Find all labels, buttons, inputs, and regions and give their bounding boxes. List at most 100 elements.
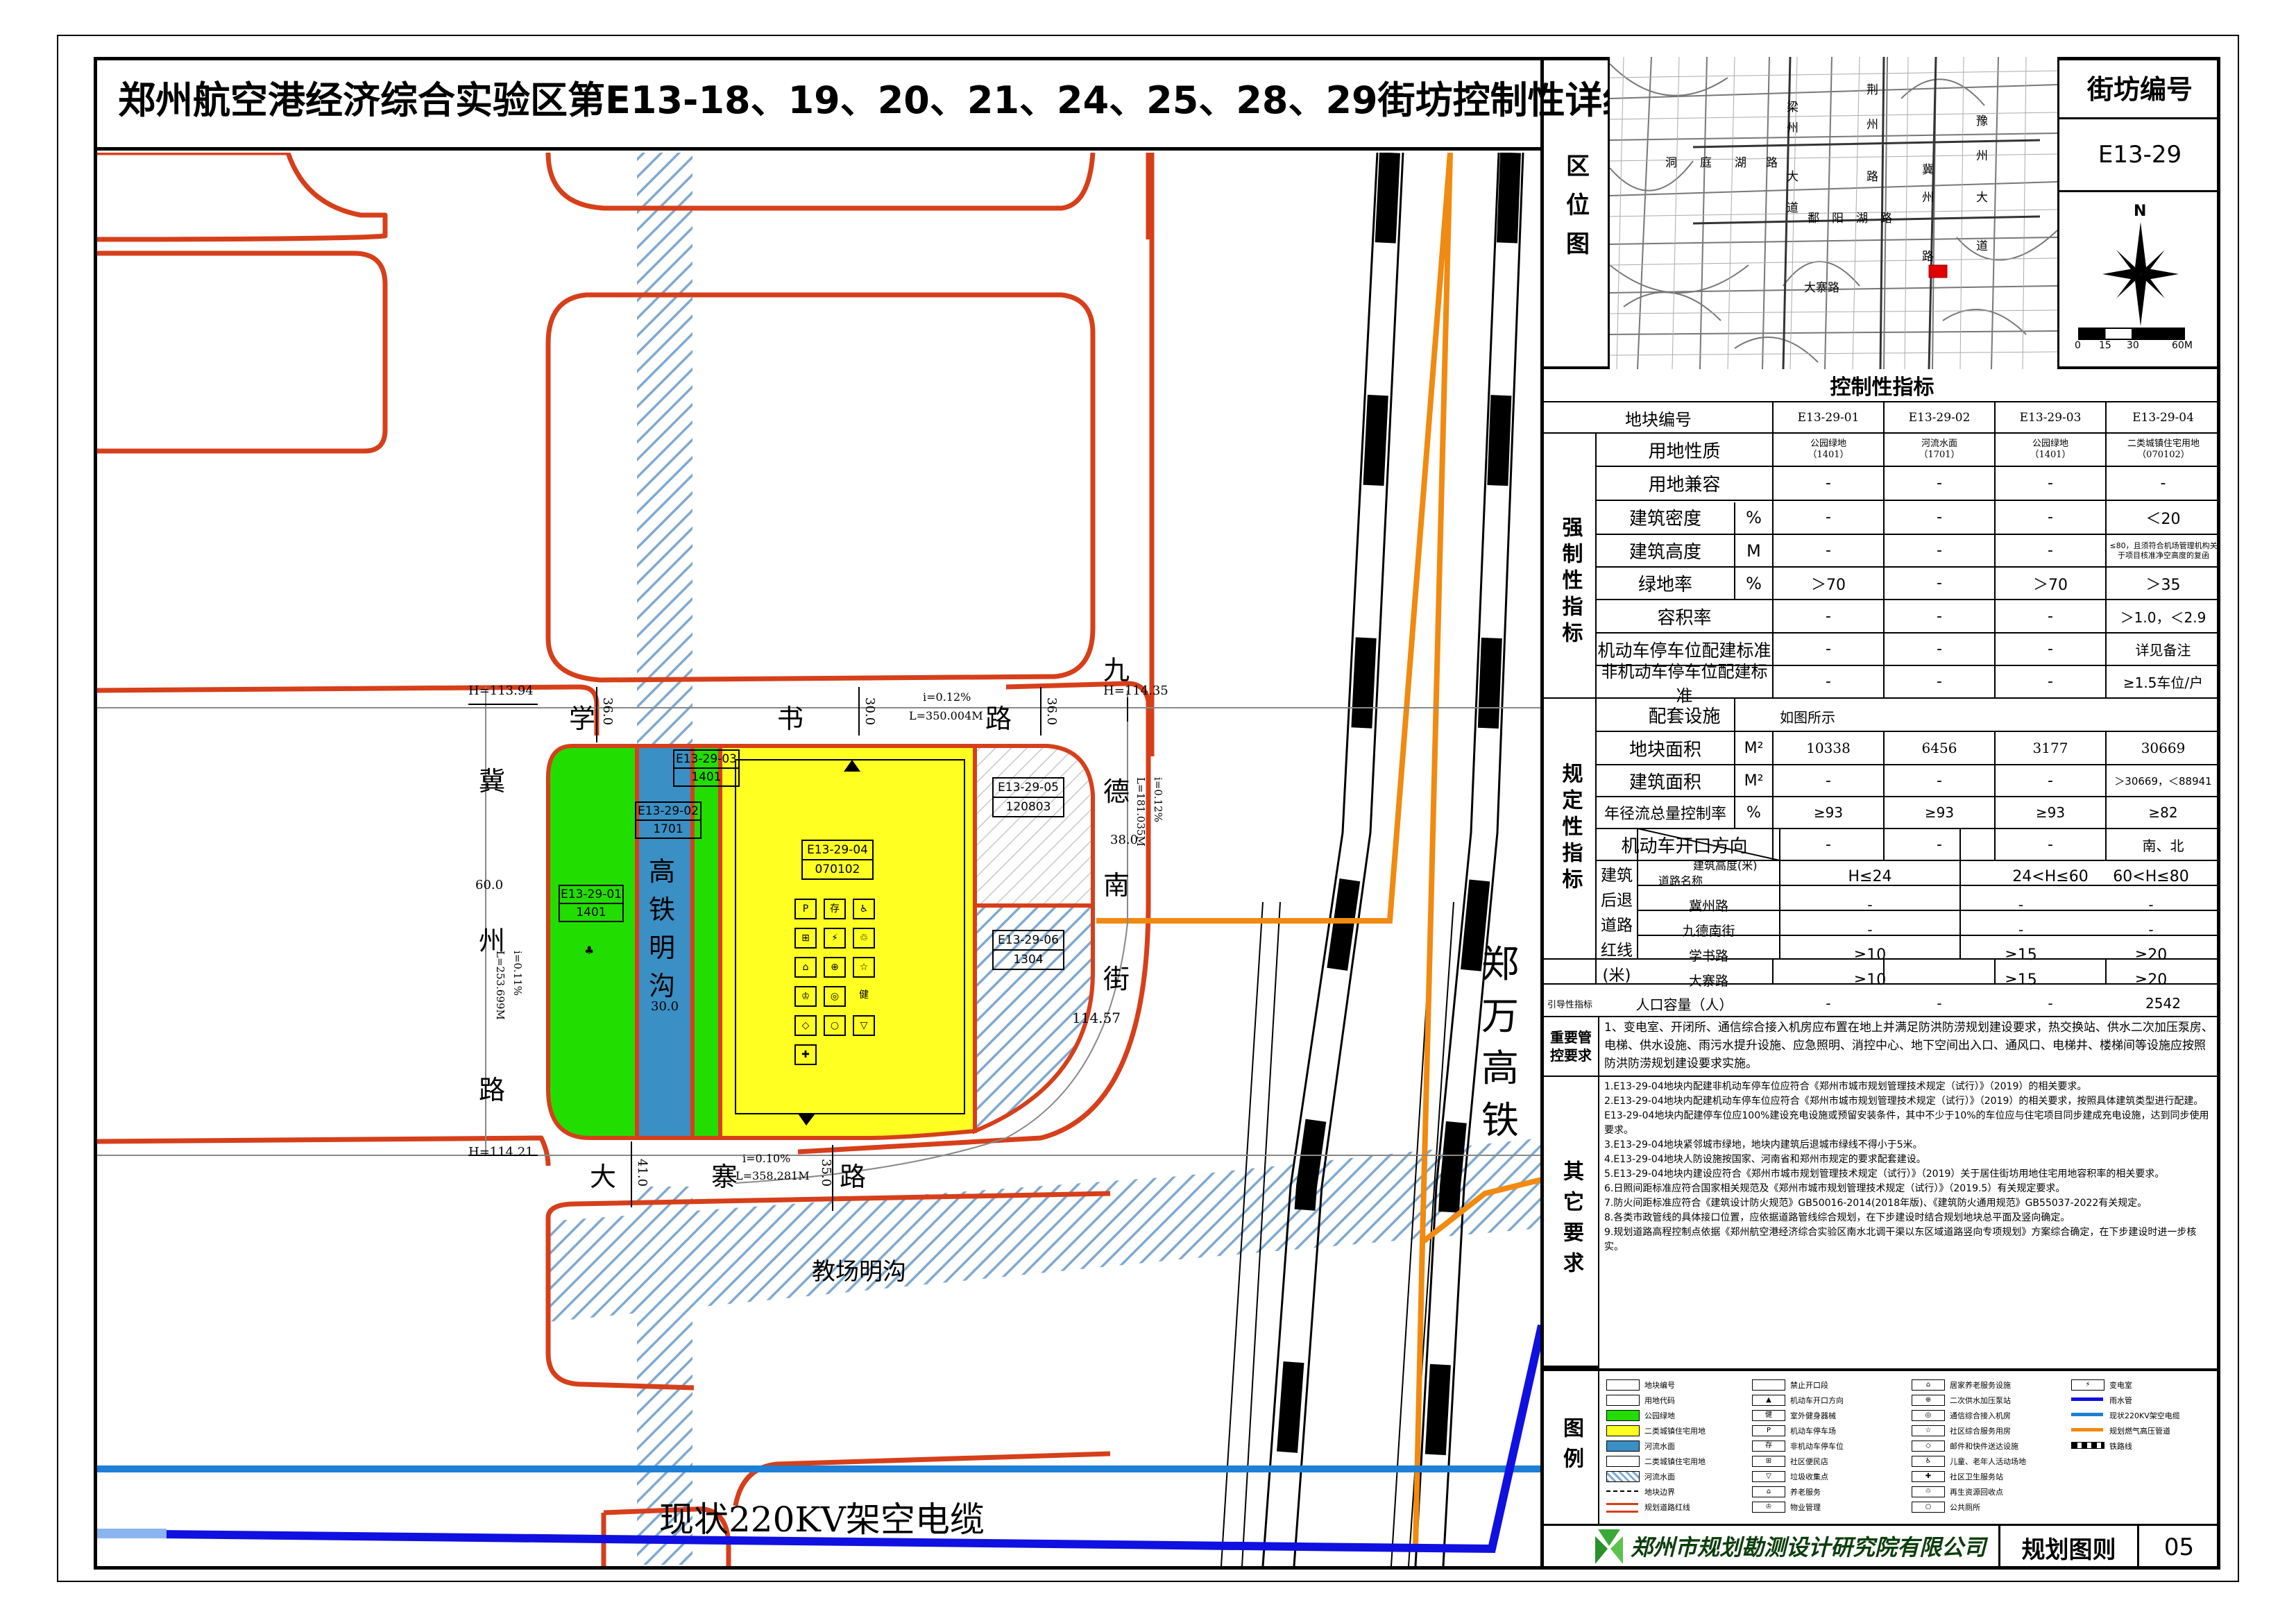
cable-label: 现状220KV架空电缆 — [659, 1499, 985, 1540]
row2-v1: - — [1826, 509, 1831, 526]
other-bottom-border — [1544, 1368, 2220, 1371]
pump-icon: ⊕ — [824, 957, 846, 978]
row12-v3: - — [2048, 835, 2053, 853]
property-management-icon: ♔ — [1752, 1502, 1785, 1513]
col-plot-4: E13-29-04 — [2132, 411, 2194, 425]
delivery-icon: ◇ — [794, 1015, 817, 1036]
important-box — [1544, 1016, 2220, 1077]
location-road-jizhou-1: 冀 — [1922, 163, 1934, 177]
row-label-far: 容积率 — [1657, 607, 1712, 629]
scale-label-0: 0 — [2075, 340, 2081, 351]
row-label-height: 建筑高度 — [1629, 542, 1701, 563]
slope-jizhou-l: L=253.699M — [494, 951, 507, 1020]
location-road-jizhou-3: 路 — [1922, 250, 1934, 264]
population-group: 引导性指标 — [1547, 999, 1592, 1010]
rail-label-3: 高 — [1481, 1046, 1519, 1090]
toilet-icon: ○ — [824, 1015, 846, 1036]
row10-v3: - — [2048, 772, 2053, 790]
location-map-label: 区位图 — [1544, 57, 1610, 369]
location-road-yuzhou-2: 州 — [1976, 149, 1988, 163]
storage-icon: 存 — [824, 899, 846, 919]
legend-label: 图例 — [1544, 1371, 1599, 1524]
parcel-label-02: E13-29-02 1701 — [635, 801, 701, 839]
block-top-left — [97, 153, 388, 242]
setback-r4-v3: ≥20 — [2134, 971, 2168, 989]
road-dazhai-1: 大 — [590, 1162, 617, 1192]
row4-v1: ＞70 — [1811, 576, 1846, 594]
no-entry-segment-icon — [1752, 1379, 1785, 1391]
other-item-5: 5.E13-29-04地块内建设应符合《郑州市城市规划管理技术规定（试行）》（2… — [1604, 1169, 2165, 1180]
legend-road-redline: 规划道路红线 — [1644, 1503, 1690, 1512]
power-line-220kv — [97, 1465, 1542, 1472]
location-road-dongting-1: 洞 — [1665, 156, 1677, 170]
slope-xue-l: L=350.004M — [909, 709, 983, 722]
other-item-9: 9.规划道路高程控制点依据《郑州航空港经济综合实验区南水北调干渠以东区域道路竖向… — [1604, 1227, 2197, 1252]
group-mandatory: 强制性指标 — [1558, 516, 1583, 648]
row2-v2: - — [1937, 509, 1942, 526]
row0-v1: 公园绿地（1401） — [1808, 439, 1849, 460]
legend-swatch-residential-2 — [1606, 1456, 1640, 1467]
row-label-car-parking: 机动车停车位配建标准 — [1597, 640, 1771, 661]
facility-icon-grid: P 存 ♿ ⊞ ⚡ ♲ ⌂ ⊕ ☆ ♔ ◎ 健 ◇ ○ ▽ ✚ — [794, 899, 885, 1065]
slope-jiude-i: i=0.12% — [1152, 777, 1164, 823]
block-lower-left — [97, 1135, 551, 1166]
width-jiude: 38.0 — [1110, 833, 1139, 847]
setback-road-4: 大寨路 — [1688, 973, 1728, 989]
slope-dazhai-l: L=358.281M — [735, 1169, 810, 1182]
row2-unit: % — [1746, 507, 1762, 527]
location-road-dazhai: 大寨路 — [1804, 281, 1839, 295]
row-label-floor-area: 建筑面积 — [1629, 772, 1701, 793]
other-item-4: 4.E13-29-04地块人防设施按国家、河南省和郑州市规定的要求配套建设。 — [1604, 1154, 1926, 1165]
row7-v2: - — [1937, 673, 1942, 690]
row-label-area: 地块面积 — [1629, 739, 1701, 760]
other-item-7: 7.防火间距标准应符合《建筑设计防火规范》GB50016-2014(2018年版… — [1604, 1198, 2148, 1209]
legend-vehicle-entry: 机动车开口方向 — [1790, 1396, 1844, 1405]
row6-v3: - — [2048, 640, 2053, 658]
scale-bar — [2078, 328, 2185, 340]
row3-v3: - — [2048, 542, 2053, 559]
north-compass-box — [2057, 192, 2220, 369]
setback-r2-v3: - — [2148, 921, 2154, 938]
legend-pump: 二次供水加压泵站 — [1950, 1396, 2011, 1405]
elderly-service-icon: ⌂ — [1752, 1486, 1785, 1497]
setback-r1-v3: - — [2148, 897, 2154, 913]
row9-v3: 3177 — [2032, 740, 2068, 756]
garbage-icon: ▽ — [853, 1015, 875, 1036]
shop-icon: ⊞ — [794, 928, 817, 949]
row-label-greenrate: 绿地率 — [1638, 575, 1692, 595]
row1-v1: - — [1826, 475, 1831, 492]
location-road-jingzhou-2: 州 — [1866, 118, 1878, 132]
legend-swatch-boundary — [1606, 1490, 1638, 1492]
other-item-2: 2.E13-29-04地块内配建机动车停车位应符合《郑州市城市规划管理技术规定（… — [1604, 1096, 2209, 1136]
row-label-density: 建筑密度 — [1629, 509, 1701, 529]
legend-river-2: 河流水面 — [1644, 1472, 1675, 1481]
car-parking-icon: P — [1752, 1425, 1785, 1436]
parking-icon: P — [794, 899, 817, 919]
other-items: 1.E13-29-04地块内配建非机动车停车位应符合《郑州市城市规划管理技术规定… — [1604, 1080, 2215, 1255]
row5-v4: ＞1.0，＜2.9 — [2120, 609, 2206, 626]
outer-border — [57, 35, 2239, 1582]
row4-unit: % — [1746, 573, 1762, 593]
page-number: 05 — [2137, 1526, 2219, 1569]
setback-label: 建筑后退道路红线(米) — [1601, 867, 1633, 985]
legend-swatch-cable — [2071, 1413, 2103, 1416]
location-road-jingzhou-3: 路 — [1866, 170, 1878, 184]
telecom-icon: ◎ — [824, 986, 846, 1007]
telecom-room-icon: ◎ — [1912, 1410, 1945, 1421]
rail-label-1: 郑 — [1481, 942, 1519, 986]
row12-v4: 南、北 — [2142, 837, 2184, 854]
setback-r2-v1: - — [1867, 921, 1873, 938]
page-title: 郑州航空港经济综合实验区第E13-18、19、20、21、24、25、28、29… — [118, 78, 1715, 122]
legend-col-1: 地块编号 用地代码 公园绿地 二类城镇住宅用地 河流水面 二类城镇住宅用地 河流… — [1606, 1377, 1745, 1515]
road-jiude-2: 德 — [1103, 776, 1130, 807]
location-road-liangzhou-4: 道 — [1787, 201, 1798, 215]
vehicle-entry-icon: ▲ — [1752, 1395, 1785, 1406]
setback-road-1: 冀州路 — [1688, 898, 1728, 914]
parcel-label-04: E13-29-04 070102 — [801, 840, 874, 880]
row10-v2: - — [1937, 772, 1942, 790]
legend-mail: 邮件和快件送达设施 — [1950, 1442, 2018, 1451]
row5-v3: - — [2048, 607, 2053, 625]
substation-icon: ⚡ — [824, 928, 846, 949]
legend-telecom: 通信综合接入机房 — [1950, 1411, 2011, 1420]
row11-v2: ≥93 — [1924, 804, 1955, 821]
